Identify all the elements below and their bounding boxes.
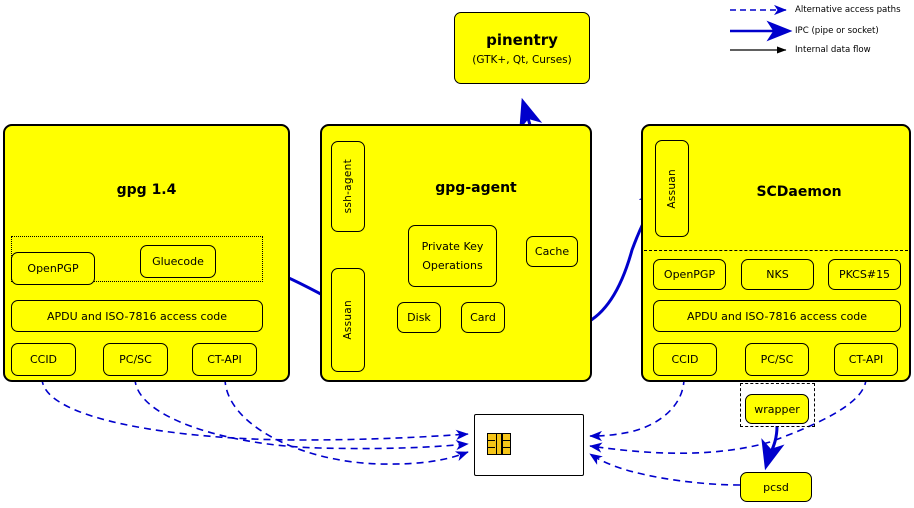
pinentry-title: pinentry <box>486 30 558 49</box>
gpg-openpgp-box[interactable]: OpenPGP <box>11 252 95 285</box>
scdaemon-driver-ccid[interactable]: CCID <box>653 343 717 376</box>
gpg-agent-ssh-agent-box[interactable]: ssh-agent <box>331 141 365 232</box>
gpg-agent-title: gpg-agent <box>435 180 517 196</box>
pinentry-box[interactable]: pinentry (GTK+, Qt, Curses) <box>454 12 590 84</box>
disk-box[interactable]: Disk <box>397 302 441 333</box>
legend-label-alternative: Alternative access paths <box>795 5 901 15</box>
legend-label-internal: Internal data flow <box>795 45 871 55</box>
scdaemon-driver-ctapi[interactable]: CT-API <box>834 343 898 376</box>
ipc-wrapper-to-pcsd <box>761 425 785 471</box>
gpg-gluecode-box[interactable]: Gluecode <box>140 245 216 278</box>
scdaemon-app-openpgp[interactable]: OpenPGP <box>653 259 726 290</box>
cache-box[interactable]: Cache <box>526 236 578 267</box>
agent-assuan-label: Assuan <box>342 300 354 340</box>
alt-path-gpg-ctapi <box>224 377 469 465</box>
scdaemon-title: SCDaemon <box>756 184 842 200</box>
gpg-driver-ccid[interactable]: CCID <box>11 343 76 376</box>
wrapper-box[interactable]: wrapper <box>745 394 809 424</box>
pinentry-subtitle: (GTK+, Qt, Curses) <box>472 53 572 66</box>
gpg-driver-pcsc[interactable]: PC/SC <box>103 343 168 376</box>
gpg-apdu-box[interactable]: APDU and ISO-7816 access code <box>11 300 263 332</box>
gpg-title: gpg 1.4 <box>116 182 177 198</box>
smartcard[interactable] <box>474 414 584 476</box>
ssh-agent-label: ssh-agent <box>342 159 354 214</box>
private-key-operations-box[interactable]: Private Key Operations <box>408 225 497 287</box>
scdaemon-app-nks[interactable]: NKS <box>741 259 814 290</box>
alt-path-gpg-pcsc <box>134 377 469 451</box>
alt-path-scd-ccid <box>589 377 685 442</box>
gpg-agent-assuan-box[interactable]: Assuan <box>331 268 365 372</box>
alt-path-gpg-ccid <box>41 377 469 441</box>
scdaemon-apdu-box[interactable]: APDU and ISO-7816 access code <box>653 300 901 332</box>
private-key-line-1: Private Key <box>421 240 484 253</box>
alt-path-pcsd-card <box>589 453 741 486</box>
scdaemon-driver-pcsc[interactable]: PC/SC <box>745 343 809 376</box>
legend-label-ipc: IPC (pipe or socket) <box>795 26 879 36</box>
scdaemon-app-pkcs15[interactable]: PKCS#15 <box>828 259 901 290</box>
pcsd-box[interactable]: pcsd <box>740 472 812 502</box>
wrapper-dashed-region <box>740 383 815 427</box>
smartcard-chip-icon <box>487 433 511 455</box>
scdaemon-assuan-box[interactable]: Assuan <box>655 140 689 237</box>
card-box[interactable]: Card <box>461 302 505 333</box>
private-key-line-2: Operations <box>422 259 483 272</box>
alt-path-scd-ctapi <box>589 377 867 455</box>
scdaemon-assuan-label: Assuan <box>666 168 678 209</box>
gpg-driver-ctapi[interactable]: CT-API <box>192 343 257 376</box>
scdaemon-divider <box>644 250 908 251</box>
